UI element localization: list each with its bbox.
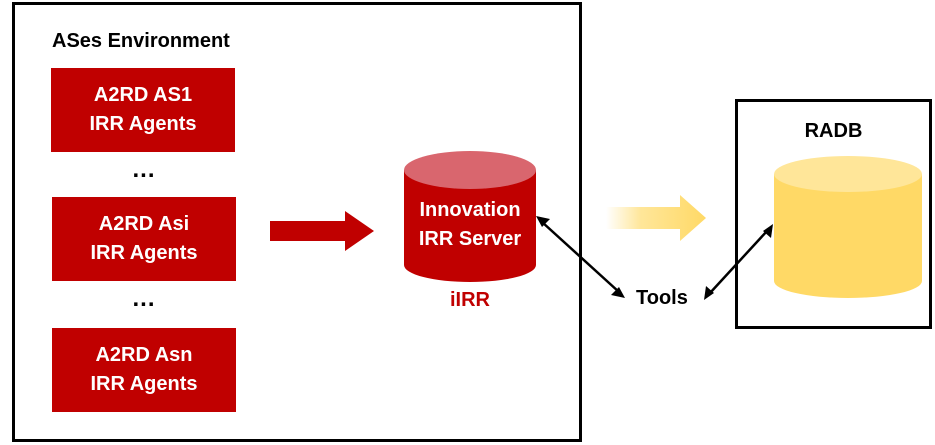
iirr-server-cylinder: [404, 151, 536, 282]
server-line-1: Innovation: [419, 199, 521, 221]
agent-box-asi: A2RD Asi IRR Agents: [52, 197, 236, 281]
radb-frame: [735, 99, 932, 329]
iirr-label: iIRR: [450, 289, 490, 311]
agent-name: A2RD Asn: [95, 344, 193, 366]
ases-environment-title: ASes Environment: [52, 30, 230, 52]
ases-environment-frame: [12, 2, 582, 442]
radb-cylinder: [774, 156, 922, 298]
server-line-2: IRR Server: [418, 228, 522, 250]
tools-label: Tools: [636, 287, 688, 309]
ellipsis-2: ...: [132, 285, 156, 312]
agent-role: IRR Agents: [90, 242, 198, 264]
agents-to-server-arrow: [270, 211, 374, 251]
ellipsis-1: ...: [132, 156, 156, 183]
radb-title: RADB: [804, 120, 863, 142]
server-label: Innovation IRR Server: [403, 196, 537, 254]
agent-name: A2RD Asi: [98, 213, 190, 235]
server-to-radb-arrow: [606, 195, 706, 241]
agent-box-as1: A2RD AS1 IRR Agents: [51, 68, 235, 152]
agent-box-asn: A2RD Asn IRR Agents: [52, 328, 236, 412]
tools-radb-double-arrow: [704, 224, 773, 300]
agent-name: A2RD AS1: [93, 84, 193, 106]
agent-role: IRR Agents: [90, 373, 198, 395]
agent-role: IRR Agents: [89, 113, 197, 135]
